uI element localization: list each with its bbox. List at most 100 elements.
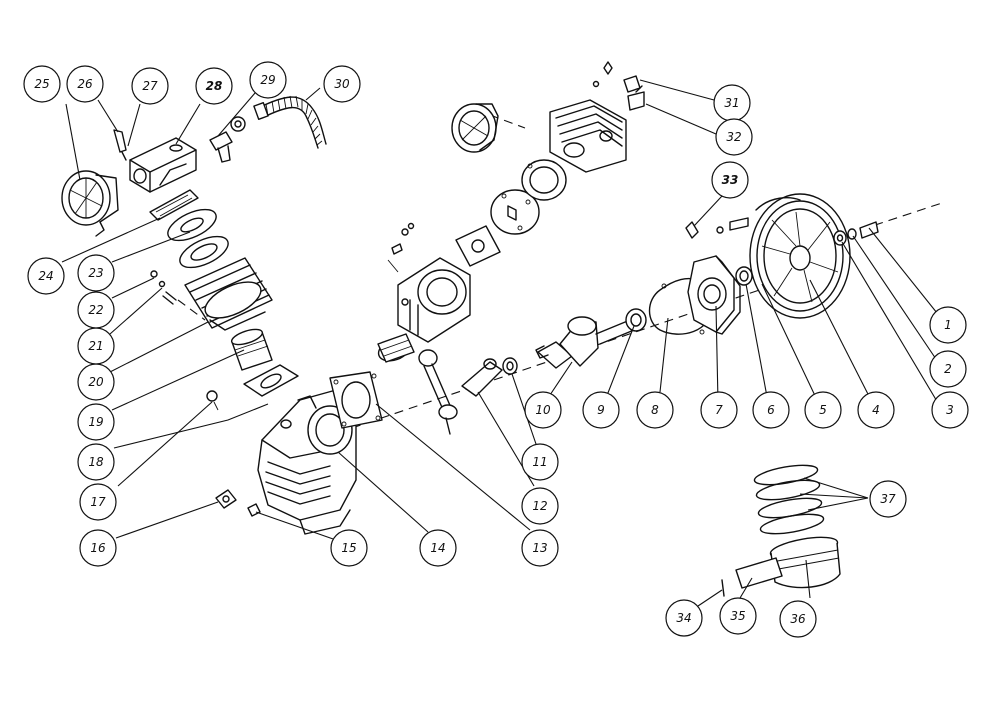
delivery-hose (253, 95, 327, 149)
callout-35-label: 35 (730, 609, 745, 623)
leader-lines (61, 79, 946, 607)
callout-32-label: 32 (726, 130, 741, 144)
callout-21: 21 (77, 327, 115, 365)
valve-plate-gasket-right (455, 225, 501, 267)
valve-plate-right (490, 189, 540, 235)
callout-3: 3 (931, 391, 969, 429)
callout-24-label: 24 (38, 269, 53, 283)
callout-15-label: 15 (341, 541, 356, 555)
connecting-rod (418, 349, 458, 435)
piston-right (377, 333, 415, 363)
bearing-large (625, 308, 647, 332)
callout-9-label: 9 (597, 403, 605, 417)
callout-34-label: 34 (676, 611, 691, 625)
callout-5-label: 5 (819, 403, 827, 417)
callout-34: 34 (665, 599, 703, 637)
cylinder-head-right (549, 99, 627, 173)
callout-10: 10 (524, 391, 562, 429)
gasket-cylinder-left (243, 364, 299, 397)
small-screws-centre (391, 222, 415, 255)
callout-21-label: 21 (88, 339, 103, 353)
callout-13-label: 13 (532, 541, 547, 555)
tee-fitting (209, 116, 246, 163)
callout-11-label: 11 (532, 455, 547, 469)
callout-31: 31 (713, 84, 751, 122)
callout-24: 24 (27, 257, 65, 295)
callout-9: 9 (582, 391, 620, 429)
callout-13: 13 (521, 529, 559, 567)
elbow-fittings (623, 75, 645, 111)
callout-27-label: 27 (142, 79, 158, 93)
callout-23: 23 (77, 254, 115, 292)
callout-30-label: 30 (334, 77, 350, 91)
callout-14-label: 14 (430, 541, 445, 555)
callout-1: 1 (929, 306, 967, 344)
crankshaft (535, 316, 635, 369)
piston-detail (769, 536, 841, 589)
bearing-cover (687, 255, 741, 335)
air-filter-left (61, 170, 119, 237)
callout-25-label: 25 (34, 77, 49, 91)
callout-10-label: 10 (535, 403, 551, 417)
callout-25: 25 (23, 65, 61, 103)
callout-14: 14 (419, 529, 457, 567)
oil-fill-plug (206, 390, 219, 411)
callout-37-label: 37 (880, 492, 896, 506)
drain-plug (215, 489, 237, 509)
callout-32: 32 (715, 118, 753, 156)
callout-6: 6 (752, 391, 790, 429)
callout-16: 16 (79, 529, 117, 567)
callout-28-label: 28 (206, 79, 223, 93)
unloader-plug-top (592, 61, 613, 88)
callout-19: 19 (77, 403, 115, 441)
callout-4: 4 (857, 391, 895, 429)
callout-8-label: 8 (651, 403, 659, 417)
callout-36-label: 36 (790, 612, 806, 626)
callout-2: 2 (929, 350, 967, 388)
callout-30: 30 (323, 65, 361, 103)
piston-pin-detail (735, 557, 783, 589)
bearing-small (502, 357, 518, 375)
piston-pin-clip (721, 579, 725, 597)
callout-15: 15 (330, 529, 368, 567)
callout-26: 26 (66, 65, 104, 103)
cylinder-left (184, 257, 273, 331)
callout-17: 17 (79, 483, 117, 521)
callout-7: 7 (700, 391, 738, 429)
flywheel (749, 193, 851, 319)
callout-29-label: 29 (260, 73, 275, 87)
crankcase-gasket-front (329, 371, 383, 429)
callout-5: 5 (804, 391, 842, 429)
callout-31-label: 31 (724, 96, 739, 110)
breather-plug (113, 129, 127, 161)
callout-35: 35 (719, 597, 757, 635)
callout-22: 22 (77, 291, 115, 329)
callout-36: 36 (779, 600, 817, 638)
screws-left (150, 270, 177, 305)
oil-sight-plug (247, 503, 261, 517)
callout-18: 18 (77, 443, 115, 481)
callout-12-label: 12 (532, 499, 547, 513)
callout-29: 29 (249, 61, 287, 99)
callout-23-label: 23 (88, 266, 103, 280)
callout-18-label: 18 (88, 455, 104, 469)
callout-4-label: 4 (872, 403, 880, 417)
callout-28: 28 (195, 67, 233, 105)
gasket-left (179, 235, 229, 269)
callout-12: 12 (521, 487, 559, 525)
cylinder-head-left (129, 137, 197, 193)
callout-16-label: 16 (90, 541, 106, 555)
callout-2-label: 2 (944, 362, 952, 376)
callout-1-label: 1 (944, 318, 952, 332)
piston-rings-detail (753, 464, 825, 535)
head-gasket-right (521, 159, 567, 201)
callout-20-label: 20 (88, 375, 104, 389)
callout-33: 33 (711, 161, 749, 199)
callout-22-label: 22 (88, 303, 103, 317)
connecting-rod-cap (461, 358, 503, 397)
callout-19-label: 19 (88, 415, 103, 429)
callout-11: 11 (521, 443, 559, 481)
callout-6-label: 6 (767, 403, 775, 417)
